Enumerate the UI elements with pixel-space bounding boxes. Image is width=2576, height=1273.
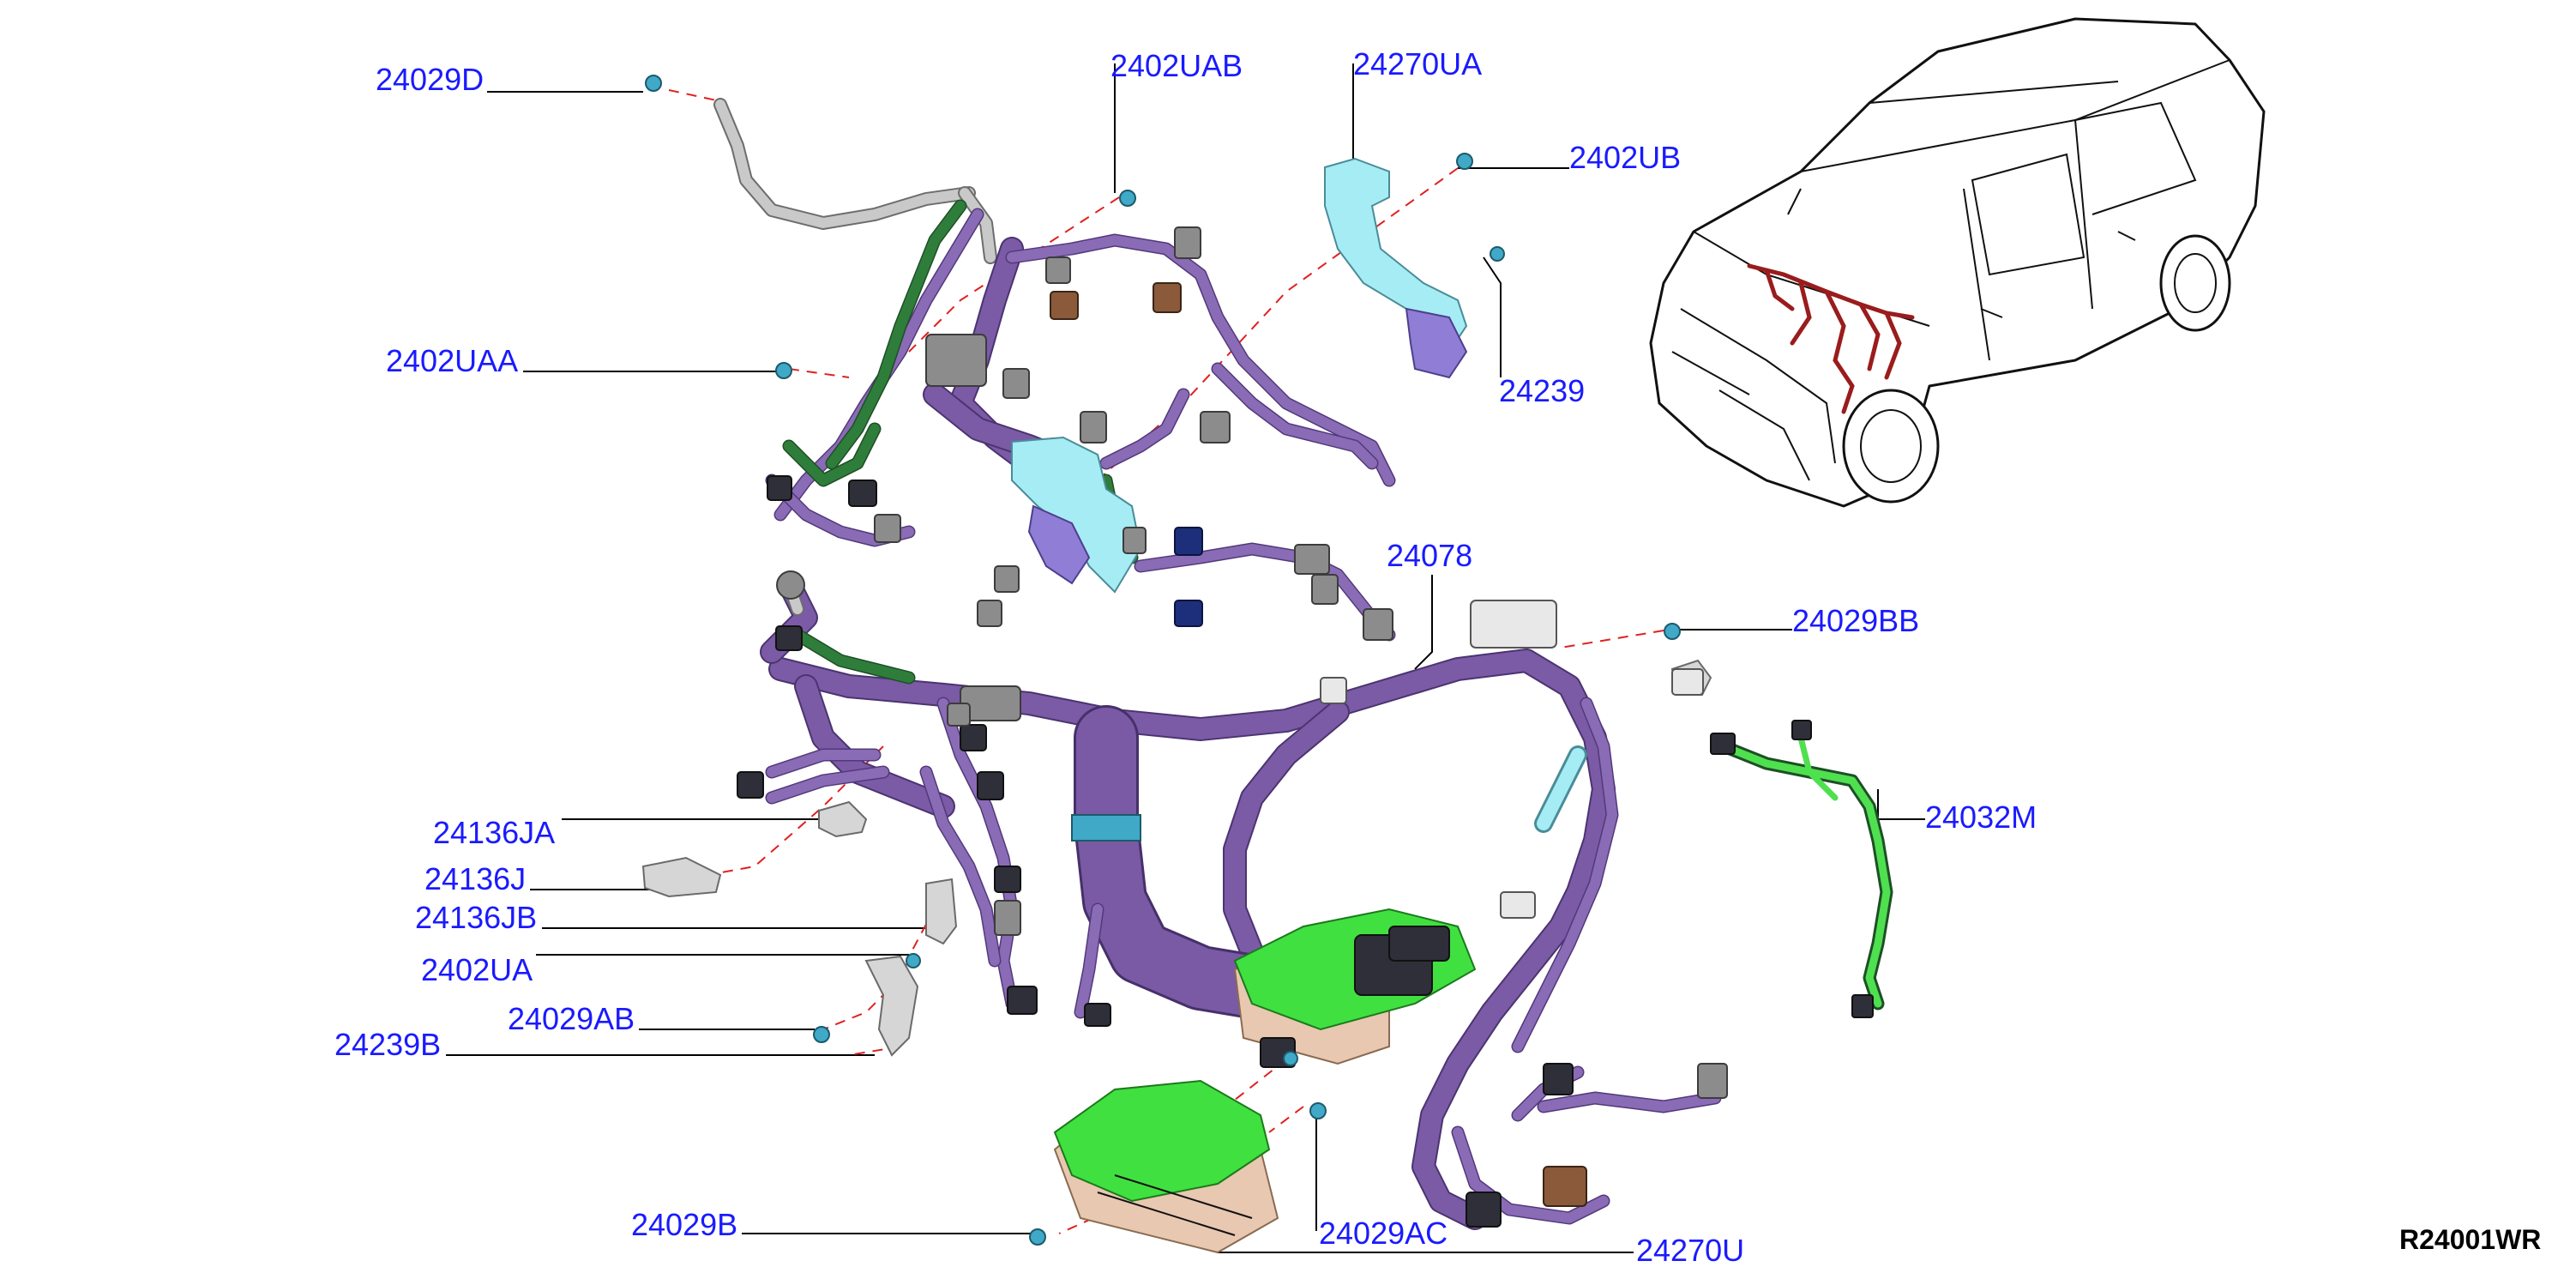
callout-24136JB[interactable]: 24136JB (415, 900, 537, 935)
engine-room-harness (713, 98, 1722, 1230)
callout-24029D[interactable]: 24029D (376, 62, 484, 97)
callout-2402UAA[interactable]: 2402UAA (386, 343, 518, 378)
callout-24032M[interactable]: 24032M (1925, 799, 2037, 835)
callout-24029BB[interactable]: 24029BB (1792, 603, 1919, 638)
callout-2402UB[interactable]: 2402UB (1569, 140, 1681, 175)
vehicle-locator (1649, 17, 2266, 508)
callout-24029AC[interactable]: 24029AC (1319, 1216, 1447, 1251)
relay-boxes (1053, 908, 1477, 1254)
connectors (737, 226, 1728, 1228)
car-harness-location (1747, 263, 1915, 414)
callout-24136J[interactable]: 24136J (424, 861, 526, 896)
diagram-code: R24001WR (2399, 1224, 2541, 1255)
callout-2402UAB[interactable]: 2402UAB (1110, 48, 1243, 83)
brackets (641, 157, 1712, 1057)
callout-24239[interactable]: 24239 (1499, 373, 1585, 408)
callout-24078[interactable]: 24078 (1387, 538, 1472, 573)
callout-2402UA[interactable]: 2402UA (421, 952, 533, 987)
callout-24239B[interactable]: 24239B (334, 1027, 441, 1062)
callout-24270UA[interactable]: 24270UA (1353, 46, 1482, 81)
callout-24029AB[interactable]: 24029AB (508, 1001, 635, 1036)
sub-harness-24032M (1710, 720, 1893, 1018)
callout-24029B[interactable]: 24029B (631, 1207, 737, 1242)
callout-24270U[interactable]: 24270U (1636, 1233, 1744, 1268)
bolts (645, 75, 1681, 1246)
callout-24136JA[interactable]: 24136JA (433, 815, 555, 850)
part-callouts: 24029D 2402UAB 24270UA 2402UB 2402UAA 24… (334, 46, 2037, 1268)
